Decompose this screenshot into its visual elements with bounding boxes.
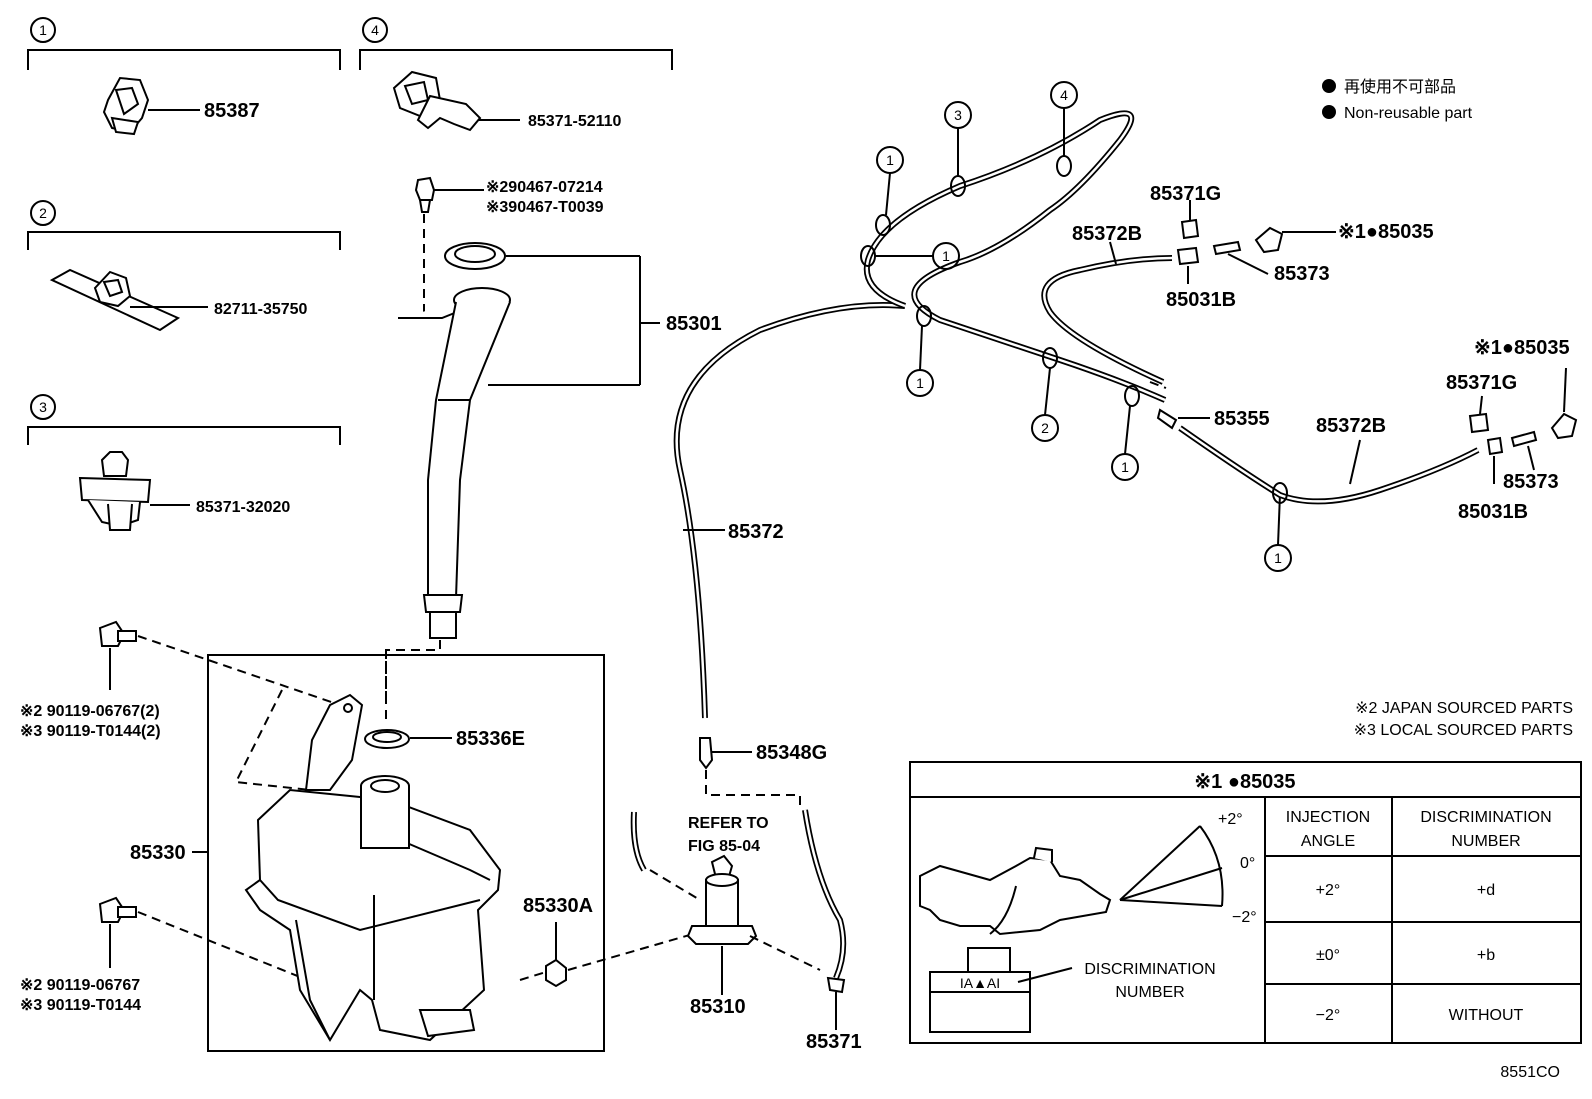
label-85301: 85301 [666, 313, 722, 335]
label-90119-T0144-2: ※3 90119-T0144(2) [20, 723, 161, 740]
label-85330: 85330 [130, 842, 186, 864]
svg-text:1: 1 [886, 152, 894, 168]
figure-code: 8551CO [1500, 1064, 1560, 1081]
bolt-90119-lower [98, 896, 321, 986]
tee-85355 [1149, 381, 1210, 430]
detail-angle-zero: 0° [1240, 855, 1255, 872]
filler-pipe-85301 [398, 242, 660, 639]
label-85355: 85355 [1214, 408, 1270, 430]
group-bracket-2: 2 [27, 200, 341, 250]
legend-non-reusable-jp: 再使用不可部品 [1344, 78, 1456, 96]
label-85372B-lower: 85372B [1316, 415, 1386, 437]
label-90467-T0039: ※390467-T0039 [486, 199, 604, 216]
svg-text:3: 3 [954, 107, 962, 123]
label-85310: 85310 [690, 996, 746, 1018]
group-bracket-4: 4 [359, 17, 673, 70]
clip-85387 [102, 76, 200, 136]
svg-text:1: 1 [942, 248, 950, 264]
table-row-angle: +2° [1316, 882, 1341, 899]
clip-85371-52110 [392, 70, 520, 132]
label-85371G-lower: 85371G [1446, 372, 1517, 394]
washer-pump-85310 [686, 854, 758, 995]
grommet-85330A [519, 922, 701, 988]
label-85031B-upper: 85031B [1166, 289, 1236, 311]
clip-85371-32020 [78, 451, 190, 531]
group-number-3: 3 [39, 399, 47, 415]
table-row-angle: −2° [1316, 1007, 1341, 1024]
label-85372B-upper: 85372B [1072, 223, 1142, 245]
hose-callouts: 1 3 4 1 1 2 1 1 [875, 81, 1292, 572]
detail-box-85035: ※1 ●85035 +2° 0° −2° IA▲AI DISCRIMINATIO… [909, 761, 1582, 1044]
detail-title: ※1 ●85035 [1194, 771, 1295, 793]
label-82711-35750: 82711-35750 [214, 301, 308, 318]
label-90119-06767-2: ※2 90119-06767(2) [20, 703, 160, 720]
detail-stamp: IA▲AI [960, 975, 1000, 991]
label-85336E: 85336E [456, 728, 525, 750]
table-row-angle: ±0° [1316, 947, 1340, 964]
svg-text:1: 1 [916, 375, 924, 391]
detail-disc-label-2: NUMBER [1115, 984, 1184, 1001]
label-85387: 85387 [204, 100, 260, 122]
group-number-4: 4 [371, 22, 379, 38]
legend: 再使用不可部品 Non-reusable part ※2 JAPAN SOURC… [1322, 78, 1573, 739]
label-85371G-upper: 85371G [1150, 183, 1221, 205]
legend-japan-sourced: ※2 JAPAN SOURCED PARTS [1355, 700, 1573, 717]
table-header-angle: ANGLE [1301, 833, 1355, 850]
table-row-number: +b [1477, 947, 1495, 964]
table-row-number: +d [1477, 882, 1495, 899]
detail-disc-label-1: DISCRIMINATION [1084, 961, 1215, 978]
legend-non-reusable-en: Non-reusable part [1344, 105, 1473, 122]
label-85330A: 85330A [523, 895, 593, 917]
nozzle-group-upper [1176, 200, 1336, 284]
legend-local-sourced: ※3 LOCAL SOURCED PARTS [1354, 722, 1573, 739]
label-85371: 85371 [806, 1031, 862, 1053]
label-85373-upper: 85373 [1274, 263, 1330, 285]
group-bracket-3: 3 [27, 394, 341, 445]
hose-85372 [673, 302, 906, 719]
group-bracket-1: 1 [27, 17, 341, 70]
table-header-number: NUMBER [1451, 833, 1520, 850]
clip-82711-35750 [49, 268, 208, 332]
svg-text:1: 1 [1274, 550, 1282, 566]
label-85348G: 85348G [756, 742, 827, 764]
label-85035-lower: ※1●85035 [1474, 337, 1570, 359]
label-refer-fig: FIG 85-04 [688, 838, 760, 855]
washer-tank-85330 [234, 689, 502, 1042]
table-header-discrimination: DISCRIMINATION [1420, 809, 1551, 826]
svg-text:4: 4 [1060, 87, 1068, 103]
svg-text:1: 1 [1121, 459, 1129, 475]
group-number-2: 2 [39, 205, 47, 221]
grommet-85336E [364, 729, 452, 749]
joint-85348G [699, 737, 801, 810]
table-header-injection: INJECTION [1286, 809, 1370, 826]
label-refer-to: REFER TO [688, 815, 769, 832]
label-90119-T0144: ※3 90119-T0144 [20, 997, 141, 1014]
detail-angle-minus: −2° [1232, 909, 1257, 926]
label-90119-06767: ※2 90119-06767 [20, 977, 140, 994]
nozzle-group-lower [1468, 367, 1578, 484]
label-90467-07214: ※290467-07214 [486, 179, 603, 196]
svg-text:2: 2 [1041, 420, 1049, 436]
group-number-1: 1 [39, 22, 47, 38]
label-85371-52110: 85371-52110 [528, 113, 622, 130]
label-85372: 85372 [728, 521, 784, 543]
label-85031B-lower: 85031B [1458, 501, 1528, 523]
label-85373-lower: 85373 [1503, 471, 1559, 493]
bolt-90119-upper [98, 620, 341, 706]
hose-clip-rings [860, 155, 1140, 407]
clip-screw-90467 [414, 176, 484, 318]
table-row-number: WITHOUT [1449, 1007, 1524, 1024]
label-85371-32020: 85371-32020 [196, 499, 290, 516]
detail-angle-plus: +2° [1218, 811, 1243, 828]
label-85035-upper: ※1●85035 [1338, 221, 1434, 243]
